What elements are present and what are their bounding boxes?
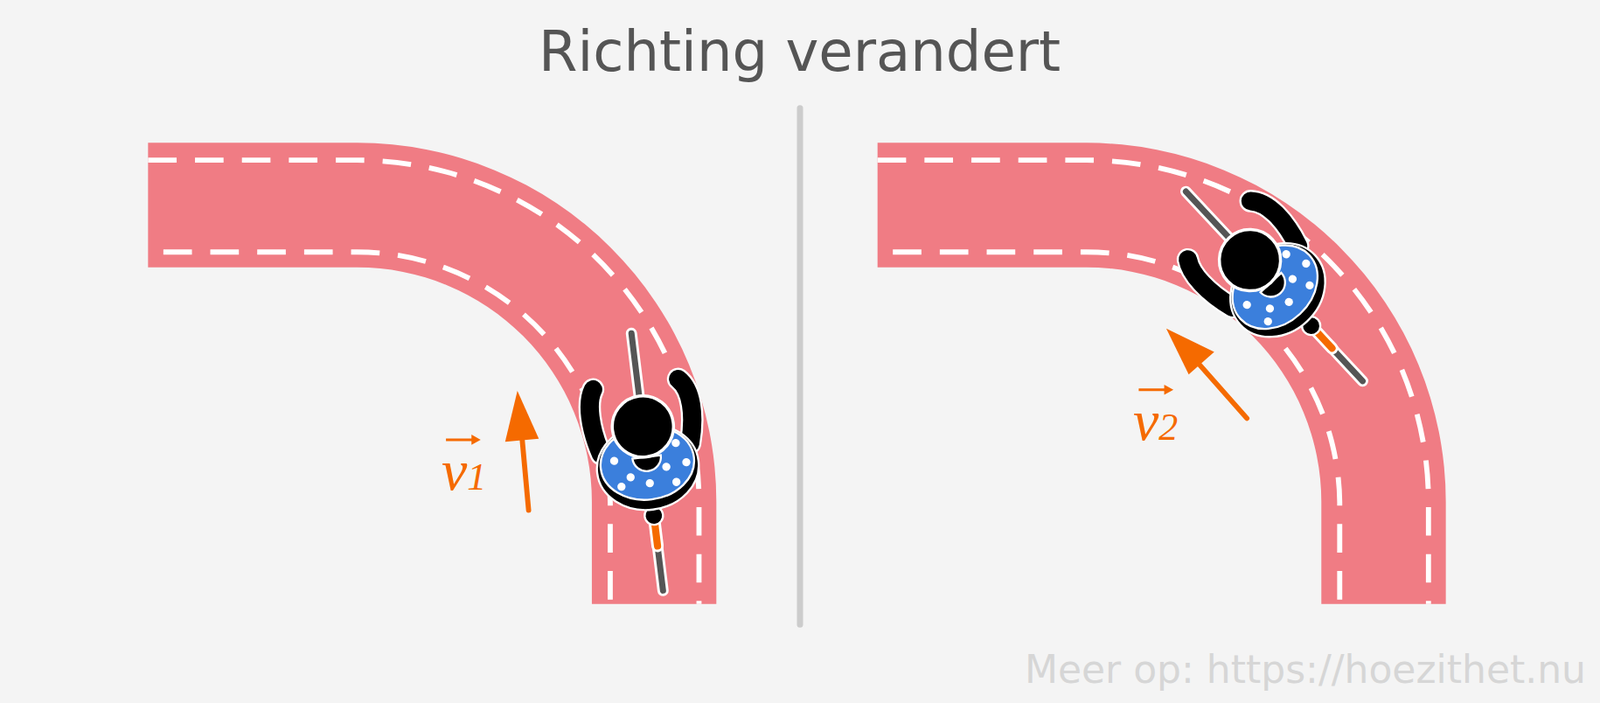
diagram-title: Richting verandert <box>538 19 1061 84</box>
watermark: Meer op: https://hoezithet.nu <box>1024 646 1587 692</box>
velocity-label: v1 <box>441 437 487 504</box>
velocity-label: v2 <box>1133 387 1178 454</box>
